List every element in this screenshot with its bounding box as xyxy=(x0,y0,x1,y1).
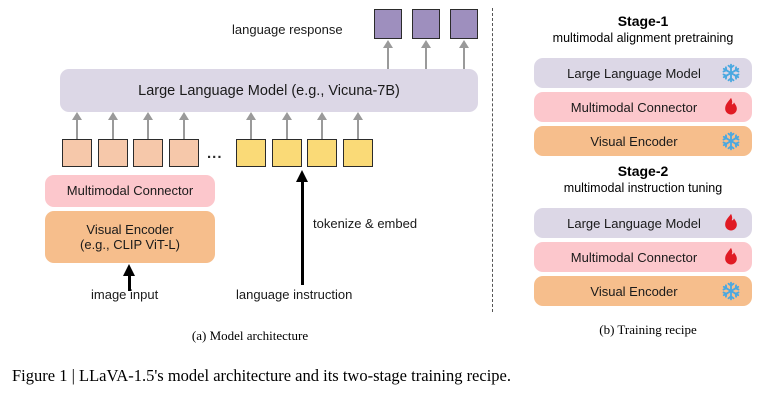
token-arrow xyxy=(282,112,292,139)
flame-icon xyxy=(720,212,742,234)
visual-encoder-label-line2: (e.g., CLIP ViT-L) xyxy=(80,237,180,252)
snowflake-icon xyxy=(720,280,742,302)
visual-encoder-block: Visual Encoder (e.g., CLIP ViT-L) xyxy=(45,211,215,263)
image-token xyxy=(169,139,199,167)
token-arrow xyxy=(179,112,189,139)
token-arrow xyxy=(72,112,82,139)
stage-2-row-label: Multimodal Connector xyxy=(570,249,698,265)
text-token xyxy=(236,139,266,167)
text-token xyxy=(307,139,337,167)
response-arrow xyxy=(459,40,469,69)
token-arrow xyxy=(317,112,327,139)
tokenize-embed-arrow xyxy=(296,170,307,285)
token-arrow xyxy=(108,112,118,139)
response-arrow xyxy=(383,40,393,69)
multimodal-connector-label: Multimodal Connector xyxy=(66,183,194,199)
stage-2-subtitle: multimodal instruction tuning xyxy=(563,181,723,195)
token-arrow xyxy=(143,112,153,139)
language-response-label: language response xyxy=(232,22,343,37)
stage-1-row-visual-encoder: Visual Encoder xyxy=(534,126,752,156)
stage-1-row-label: Large Language Model xyxy=(567,65,701,81)
response-arrow xyxy=(421,40,431,69)
stage-2-row-label: Large Language Model xyxy=(567,215,701,231)
subcaption-b: (b) Training recipe xyxy=(599,322,697,337)
figure-caption: Figure 1 | LLaVA-1.5's model architectur… xyxy=(12,366,511,385)
response-token xyxy=(412,9,440,39)
snowflake-icon xyxy=(720,130,742,152)
stage-1-row-label: Visual Encoder xyxy=(590,133,678,149)
tokenize-embed-label: tokenize & embed xyxy=(313,216,418,231)
language-instruction-label: language instruction xyxy=(236,287,353,302)
stage-2-row-label: Visual Encoder xyxy=(590,283,678,299)
stage-1-title: Stage-1 xyxy=(617,13,669,29)
stage-1-row-label: Multimodal Connector xyxy=(570,99,698,115)
snowflake-icon xyxy=(720,62,742,84)
token-arrow xyxy=(246,112,256,139)
stage-1-row-multimodal-connector: Multimodal Connector xyxy=(534,92,752,122)
text-token xyxy=(343,139,373,167)
large-language-model-block: Large Language Model (e.g., Vicuna-7B) xyxy=(60,69,478,112)
response-token xyxy=(450,9,478,39)
image-token xyxy=(98,139,128,167)
stage-2-row-visual-encoder: Visual Encoder xyxy=(534,276,752,306)
stage-1-subtitle: multimodal alignment pretraining xyxy=(552,31,734,45)
image-input-label: image input xyxy=(91,287,159,302)
image-input-arrow xyxy=(123,264,134,291)
response-token xyxy=(374,9,402,39)
text-token xyxy=(272,139,302,167)
token-arrow xyxy=(353,112,363,139)
subcaption-a: (a) Model architecture xyxy=(191,328,309,343)
token-ellipsis: ... xyxy=(207,145,223,162)
image-token xyxy=(133,139,163,167)
multimodal-connector-block: Multimodal Connector xyxy=(45,175,215,207)
stage-2-title: Stage-2 xyxy=(617,163,669,179)
stage-1-row-large-language-model: Large Language Model xyxy=(534,58,752,88)
large-language-model-label: Large Language Model (e.g., Vicuna-7B) xyxy=(138,82,400,99)
stage-2-row-multimodal-connector: Multimodal Connector xyxy=(534,242,752,272)
image-token xyxy=(62,139,92,167)
stage-2-row-large-language-model: Large Language Model xyxy=(534,208,752,238)
visual-encoder-label-line1: Visual Encoder xyxy=(86,221,174,237)
panel-divider xyxy=(492,8,493,312)
flame-icon xyxy=(720,96,742,118)
flame-icon xyxy=(720,246,742,268)
